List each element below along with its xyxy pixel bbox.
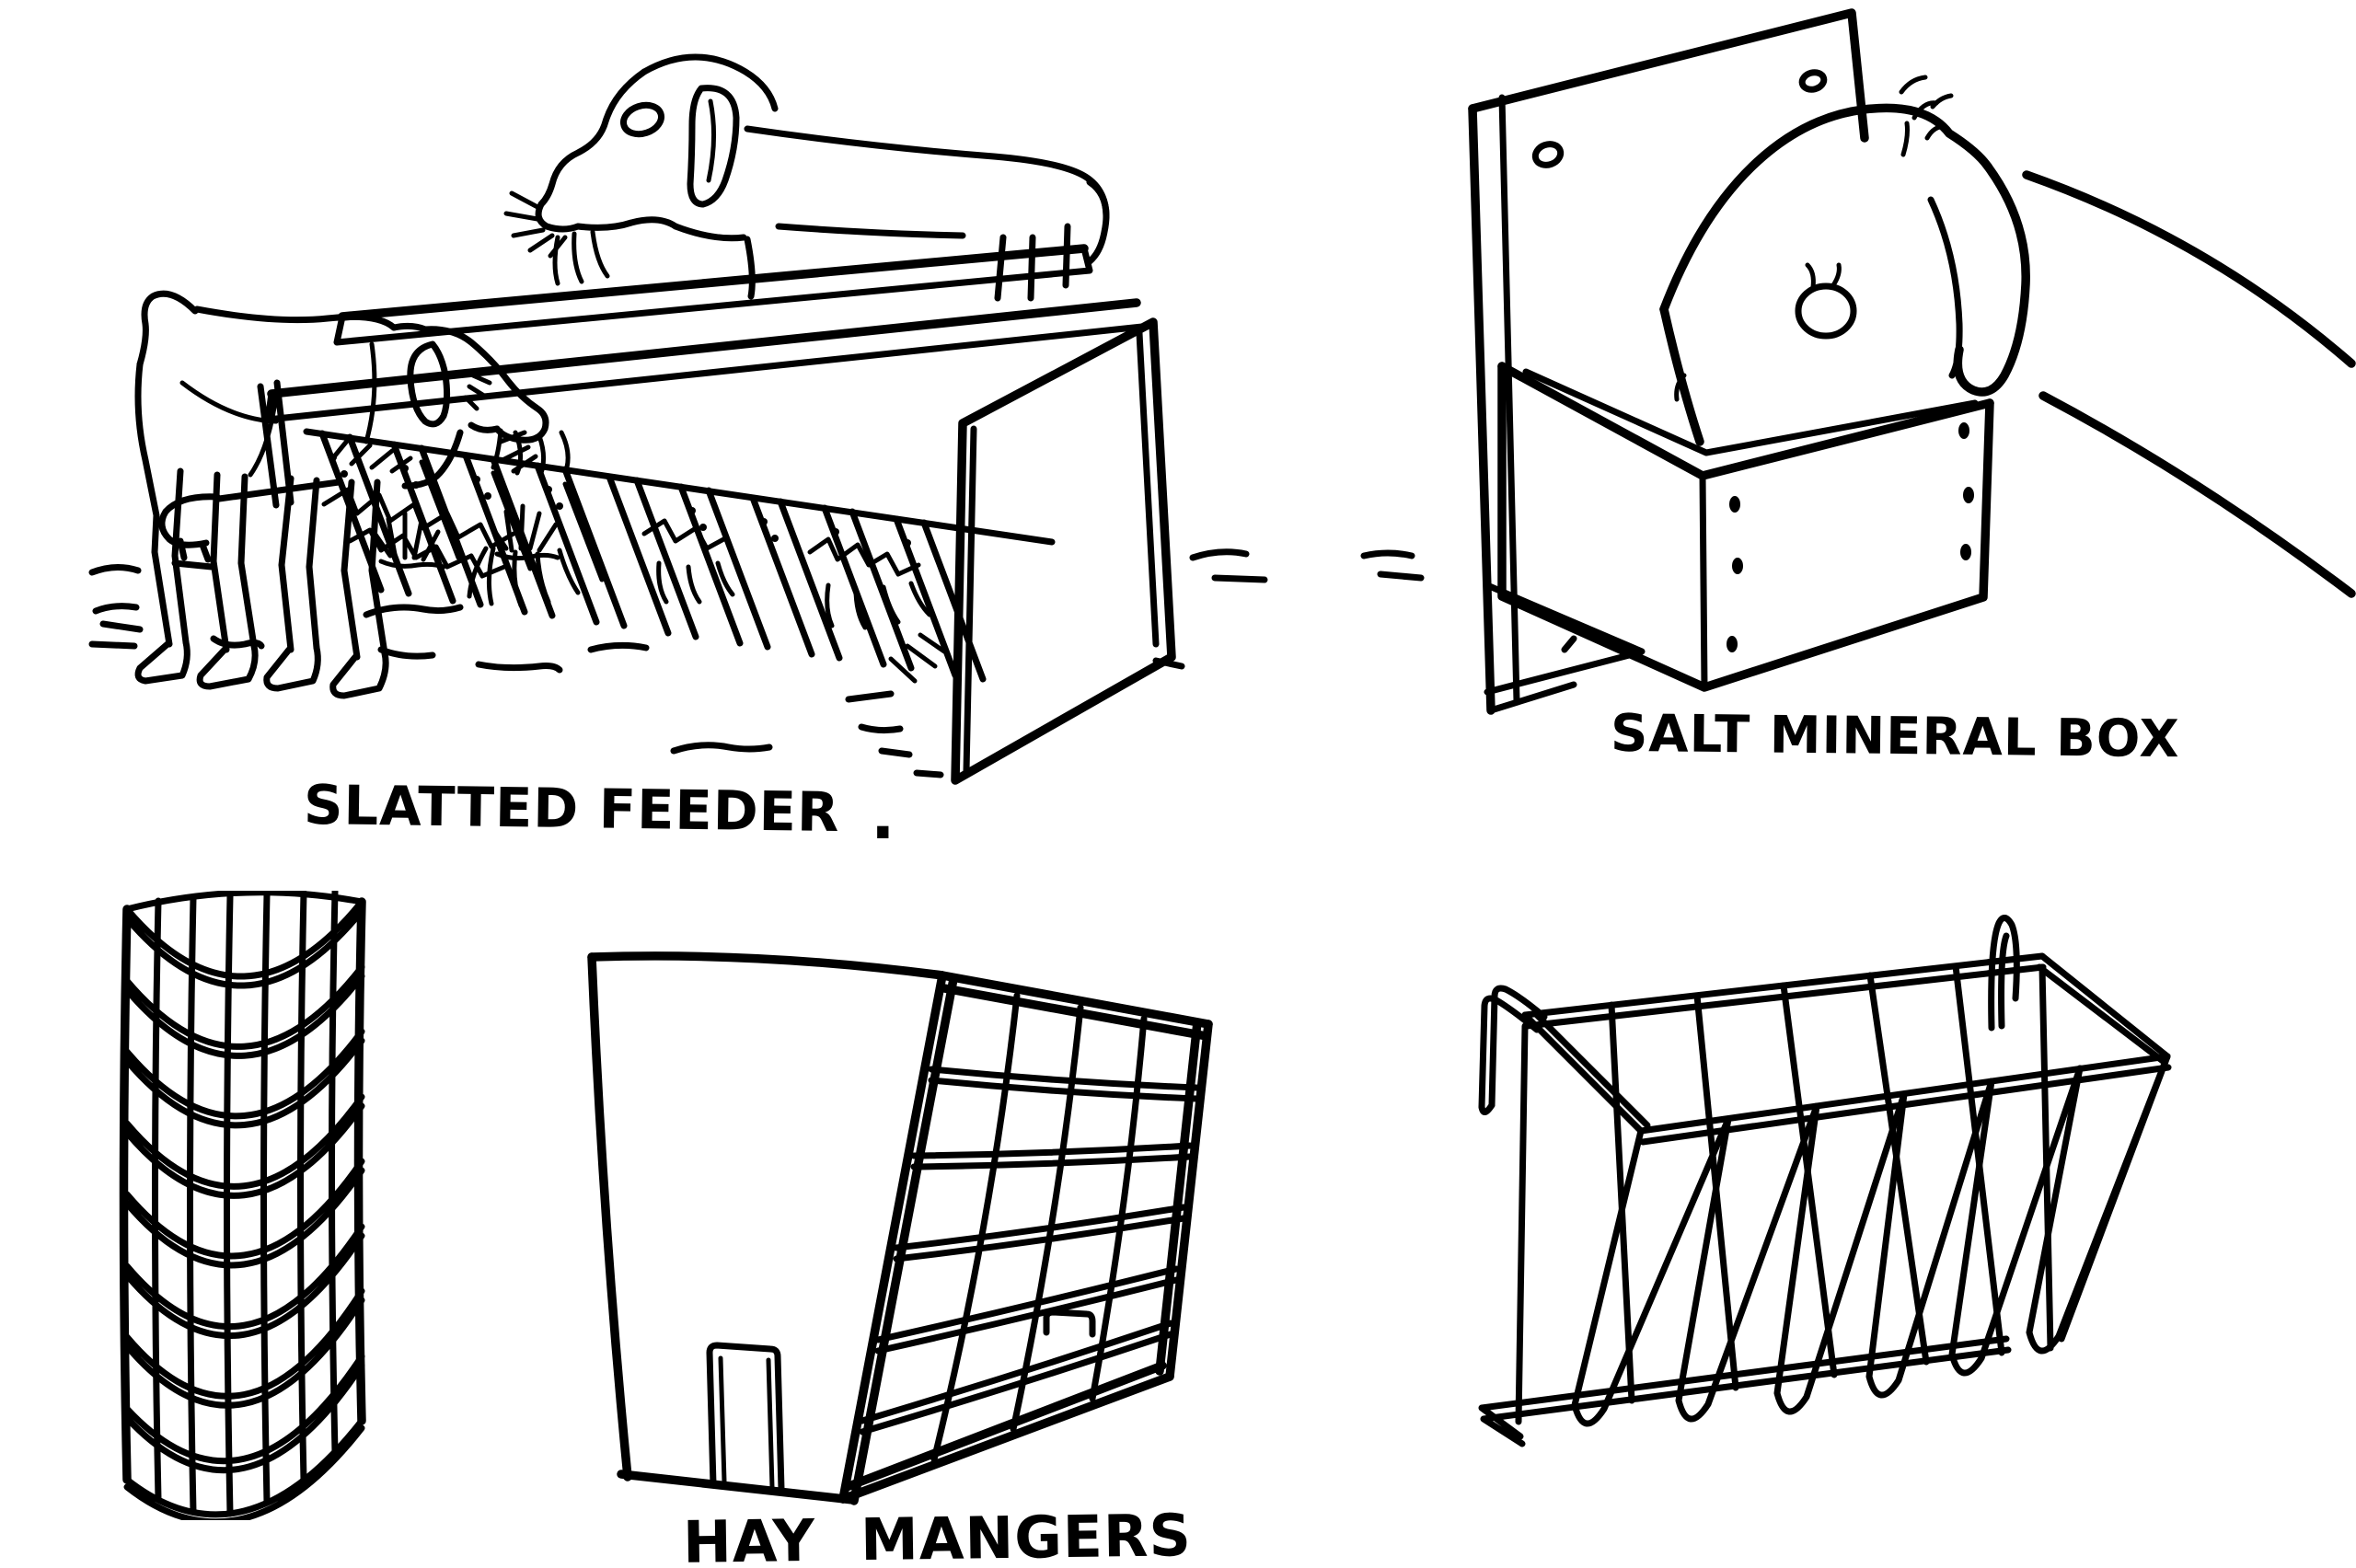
slatted-feeder-illustration (88, 53, 1425, 785)
goat-eating-over-top (503, 53, 1110, 302)
salt-mineral-box-illustration (1468, 8, 2356, 715)
salt-box (1497, 362, 1994, 692)
wire-rack-manger-illustration (1478, 915, 2172, 1447)
goat-eating-at-slats (134, 290, 549, 699)
hay-mangers-caption: HAY MANGERS (682, 1502, 1193, 1568)
grass-tuft (371, 503, 560, 570)
ground-marks (88, 503, 1425, 778)
plywood-panel (587, 951, 947, 1505)
back-wires (1515, 963, 2054, 1425)
wire-grid-panel (838, 971, 1213, 1505)
wire-loops (1571, 1053, 2171, 1427)
slatted-feeder-caption: SLATTED FEEDER (303, 772, 840, 845)
wall-board (1468, 8, 1869, 715)
slatted-feeder-caption-dot: . (871, 778, 895, 854)
plywood-grid-manger-illustration (587, 951, 1213, 1505)
wire-cylinder-manger-illustration (119, 891, 366, 1520)
cylinder-rings (123, 891, 365, 1520)
hanging-hook (1478, 915, 2020, 1115)
cylinder-vertical-wires (119, 891, 366, 1517)
goat-head (1659, 75, 2356, 598)
salt-mineral-box-caption: SALT MINERAL BOX (1610, 703, 2180, 770)
hay-in-mouth (503, 190, 610, 286)
hay-mass (321, 428, 947, 684)
